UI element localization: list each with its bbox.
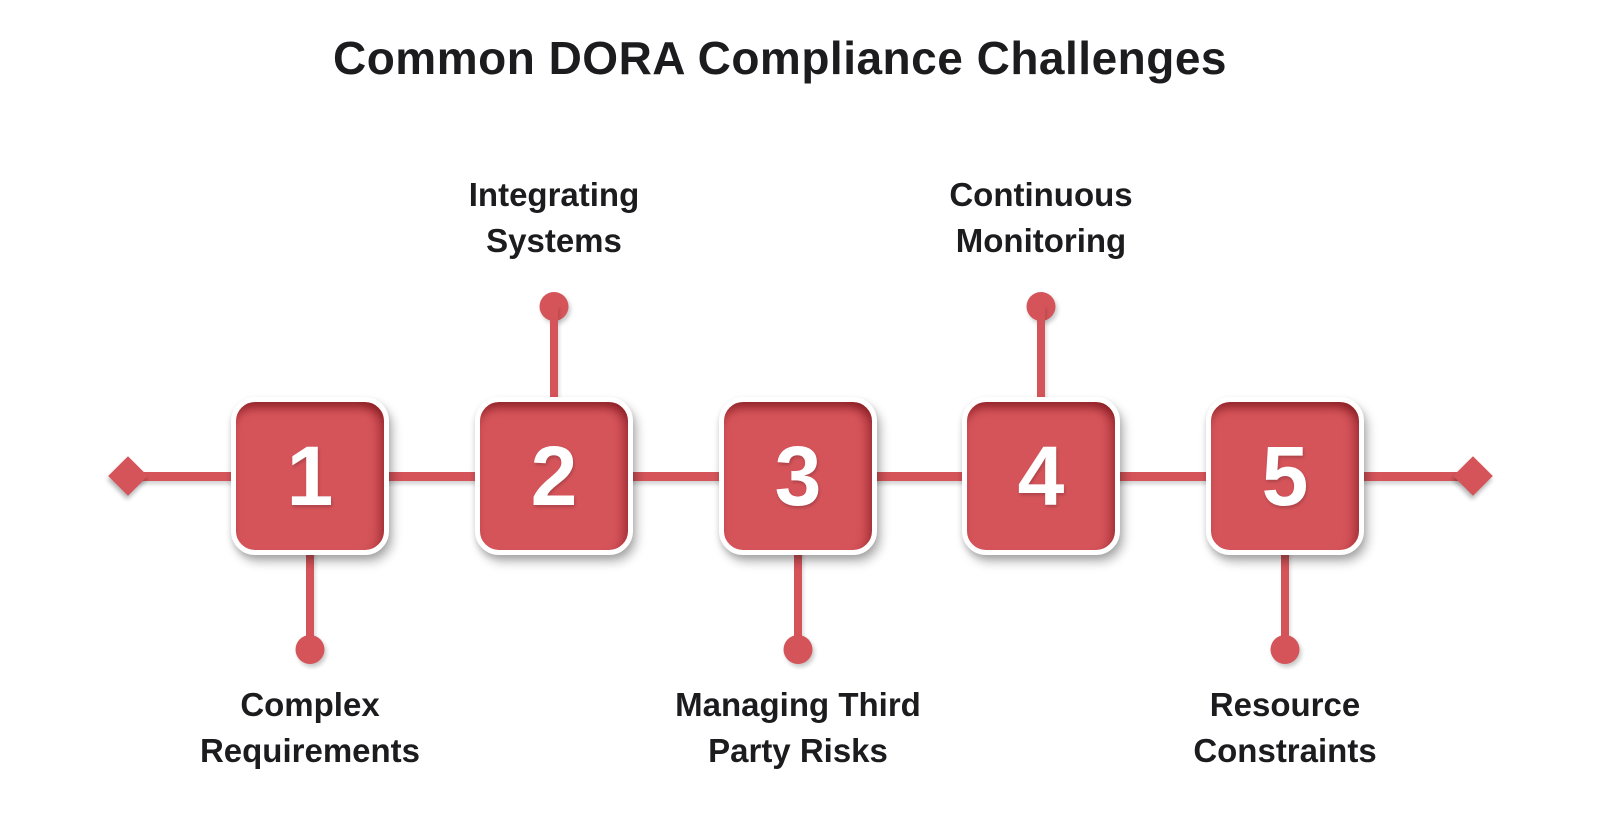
step-label: Complex Requirements — [199, 686, 421, 769]
step-square-2: 2 — [475, 397, 633, 555]
connector-stem — [1281, 545, 1289, 650]
step-number: 3 — [774, 429, 822, 523]
connector-dot-icon — [1270, 635, 1300, 664]
step-square-3: 3 — [719, 397, 877, 555]
timeline-end-diamond-icon — [1453, 456, 1493, 496]
connector-stem — [550, 306, 558, 398]
step-label: Resource Constraints — [1193, 686, 1377, 769]
step-square-5: 5 — [1206, 397, 1364, 555]
step-number: 1 — [286, 429, 334, 523]
timeline-start-diamond-icon — [108, 456, 148, 496]
connector-stem — [1037, 306, 1045, 398]
step-number: 4 — [1017, 429, 1065, 523]
page-title: Common DORA Compliance Challenges — [332, 32, 1228, 84]
connector-stem — [306, 545, 314, 650]
step-square-1: 1 — [231, 397, 389, 555]
connector-stem — [794, 545, 802, 650]
step-number: 5 — [1261, 429, 1309, 523]
step-label: Managing Third Party Risks — [675, 686, 921, 769]
step-label: Continuous Monitoring — [949, 176, 1133, 259]
connector-dot-icon — [783, 635, 813, 664]
step-number: 2 — [530, 429, 578, 523]
connector-dot-icon — [295, 635, 325, 664]
step-square-4: 4 — [962, 397, 1120, 555]
step-label: Integrating Systems — [468, 176, 640, 259]
